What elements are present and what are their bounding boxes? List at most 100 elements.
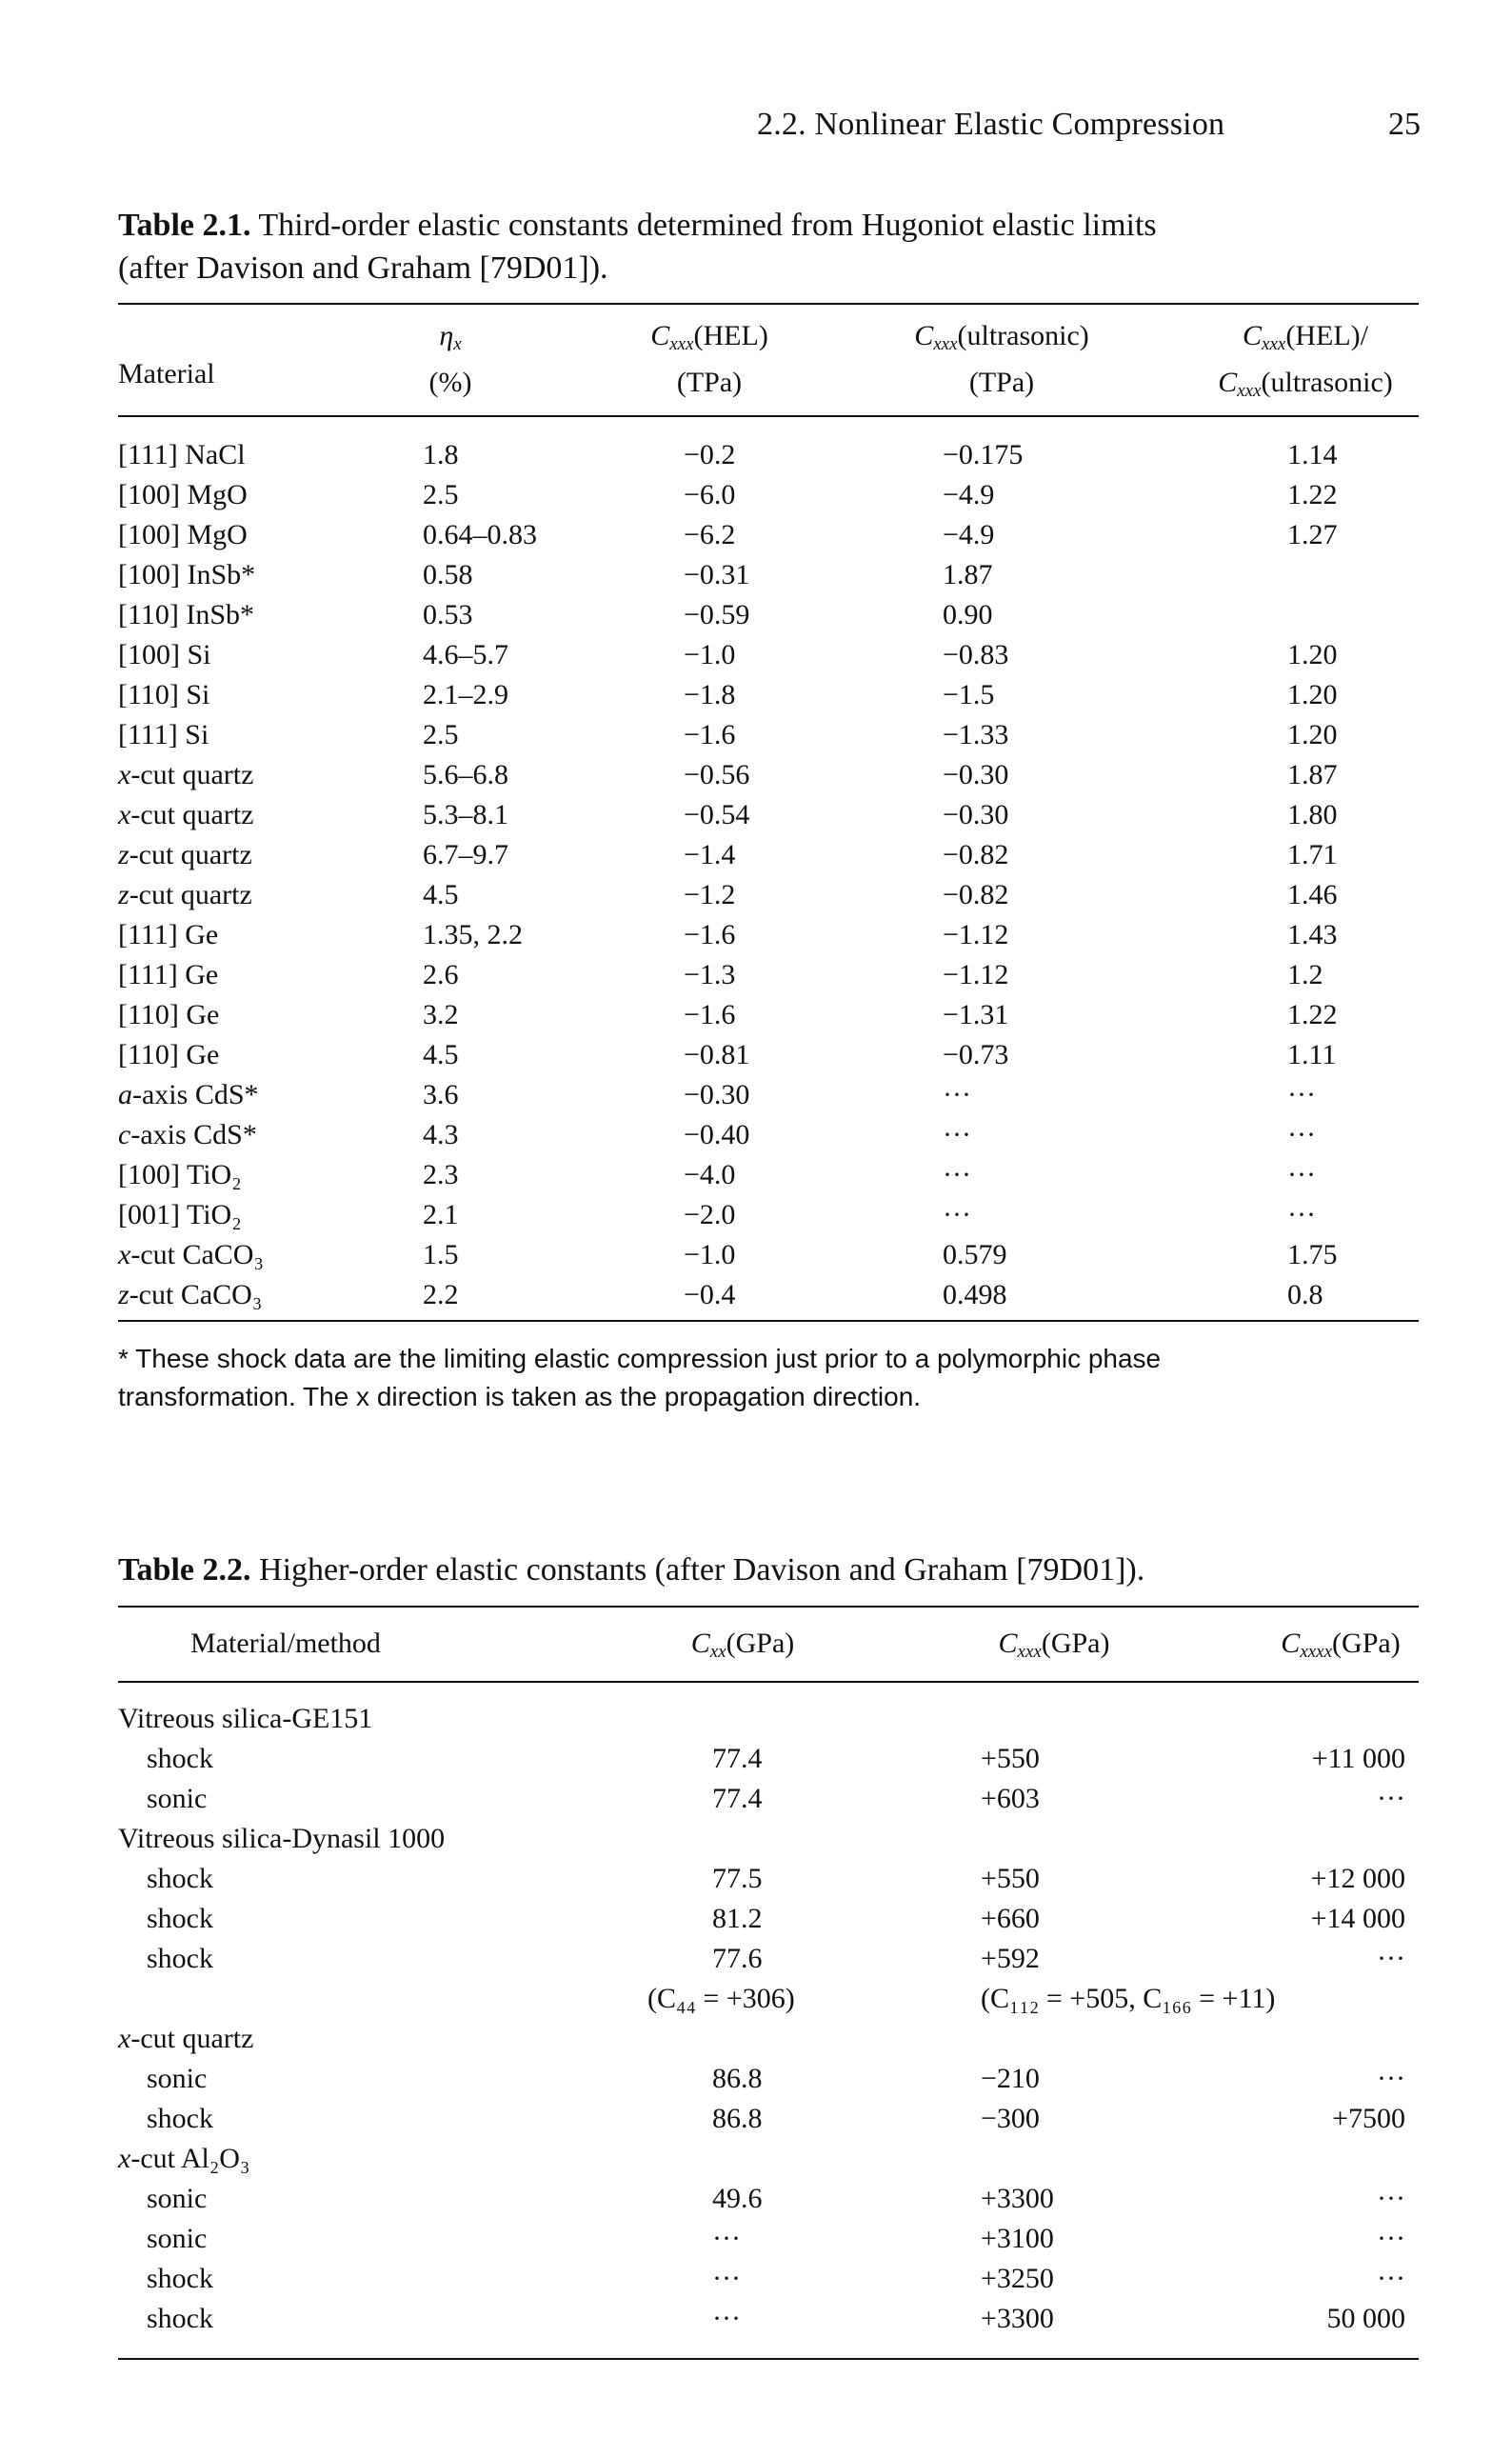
ultrasonic-cell: 1.87: [943, 559, 993, 590]
hel-cell: −1.0: [684, 1239, 736, 1270]
ratio-cell: ···: [1287, 1119, 1316, 1150]
table1-header-rule: [118, 415, 1419, 417]
method-cell: shock: [147, 1743, 213, 1774]
cxxx-cell: +550: [981, 1863, 1040, 1894]
method-cell: sonic: [147, 1783, 208, 1814]
ultrasonic-cell: −1.12: [943, 959, 1009, 990]
ultrasonic-cell: ···: [943, 1079, 971, 1110]
ultrasonic-cell: −4.9: [943, 479, 995, 510]
ratio-cell: 1.20: [1287, 719, 1338, 750]
method-cell: sonic: [147, 2223, 208, 2254]
ratio-cell: 1.22: [1287, 999, 1338, 1030]
cxxx-cell: +592: [981, 1943, 1040, 1974]
cxxx-cell: +3300: [981, 2183, 1054, 2214]
material-cell: x-cut quartz: [118, 799, 254, 830]
page-number: 25: [1388, 107, 1421, 142]
cxx-cell: 77.4: [712, 1783, 763, 1814]
table2-header-c3: Cxxx(GPa): [998, 1628, 1110, 1662]
ultrasonic-cell: −0.73: [943, 1039, 1009, 1070]
table2-header-c4: Cxxxx(GPa): [1281, 1628, 1401, 1662]
eta-cell: 2.5: [423, 479, 459, 510]
table1-header-hel: Cxxx(HEL) (TPa): [650, 320, 768, 398]
hel-cell: −0.54: [684, 799, 750, 830]
cxx-cell: 77.6: [712, 1943, 763, 1974]
method-cell: sonic: [147, 2063, 208, 2094]
ratio-cell: 1.20: [1287, 639, 1338, 670]
method-cell: shock: [147, 1903, 213, 1934]
material-cell: [100] MgO: [118, 519, 248, 550]
ultrasonic-cell: ···: [943, 1119, 971, 1150]
cxxx-cell: (C₁₁₂ = +505, C₁₆₆ = +11): [981, 1983, 1276, 2014]
material-cell: x-cut CaCO₃: [118, 1239, 264, 1270]
ratio-cell: 1.2: [1287, 959, 1323, 990]
hel-cell: −0.59: [684, 599, 750, 630]
hel-cell: −1.6: [684, 919, 736, 950]
ultrasonic-cell: −0.175: [943, 439, 1024, 470]
ratio-cell: 0.8: [1287, 1279, 1323, 1310]
table1-footnote: * These shock data are the limiting elas…: [118, 1344, 1162, 1411]
eta-cell: 0.53: [423, 599, 473, 630]
ratio-cell: 1.46: [1287, 879, 1338, 910]
method-cell: x-cut Al₂O₃: [118, 2143, 250, 2174]
ratio-cell: 1.87: [1287, 759, 1338, 790]
material-cell: c-axis CdS*: [118, 1119, 257, 1150]
table1-caption-line1: Third-order elastic constants determined…: [258, 208, 1157, 243]
group-row: x-cut Al₂O₃: [0, 2139, 1512, 2179]
table2-top-rule: [118, 1606, 1419, 1608]
ratio-cell: 1.14: [1287, 439, 1338, 470]
ultrasonic-cell: 0.579: [943, 1239, 1007, 1270]
eta-cell: 4.6–5.7: [423, 639, 508, 670]
method-cell: sonic: [147, 2183, 208, 2214]
method-cell: shock: [147, 2103, 213, 2134]
group-row: x-cut quartz: [0, 2019, 1512, 2059]
ultrasonic-cell: −1.5: [943, 679, 995, 710]
eta-cell: 2.6: [423, 959, 459, 990]
cxxxx-cell: +12 000: [1310, 1863, 1405, 1894]
hel-cell: −6.2: [684, 519, 736, 550]
table-row: shock 77.5 +550 +12 000: [0, 1859, 1512, 1899]
cxxx-cell: +3300: [981, 2303, 1054, 2334]
cxxxx-cell: +14 000: [1310, 1903, 1405, 1934]
table2-header-c2: Cxx(GPa): [690, 1628, 795, 1662]
hel-cell: −6.0: [684, 479, 736, 510]
cxxxx-cell: ···: [1377, 2183, 1405, 2214]
ratio-cell: 1.11: [1287, 1039, 1337, 1070]
cxx-cell: 77.5: [712, 1863, 763, 1894]
table1-bottom-rule: [118, 1320, 1419, 1322]
material-cell: [110] InSb*: [118, 599, 255, 630]
group-row: Vitreous silica-GE151: [0, 1699, 1512, 1739]
ultrasonic-cell: −4.9: [943, 519, 995, 550]
group-row: Vitreous silica-Dynasil 1000: [0, 1819, 1512, 1859]
eta-cell: 2.3: [423, 1159, 459, 1190]
table1-caption-label: Table 2.1.: [118, 208, 251, 243]
ultrasonic-cell: −0.83: [943, 639, 1009, 670]
table1-header-ultrasonic: Cxxx(ultrasonic) (TPa): [914, 320, 1089, 398]
cxxxx-cell: 50 000: [1326, 2303, 1406, 2334]
method-cell: shock: [147, 1943, 213, 1974]
material-cell: [100] InSb*: [118, 559, 256, 590]
material-cell: [111] Ge: [118, 959, 219, 990]
material-cell: [100] MgO: [118, 479, 248, 510]
hel-cell: −1.4: [684, 839, 736, 870]
method-cell: shock: [147, 2263, 213, 2294]
method-cell: Vitreous silica-Dynasil 1000: [118, 1823, 446, 1854]
hel-cell: −1.6: [684, 719, 736, 750]
eta-cell: 5.3–8.1: [423, 799, 508, 830]
hel-cell: −1.6: [684, 999, 736, 1030]
table1-header-material: Material: [118, 358, 215, 390]
cxxxx-cell: ···: [1377, 1783, 1405, 1814]
method-cell: shock: [147, 1863, 213, 1894]
hel-cell: −1.3: [684, 959, 736, 990]
ultrasonic-cell: 0.90: [943, 599, 993, 630]
